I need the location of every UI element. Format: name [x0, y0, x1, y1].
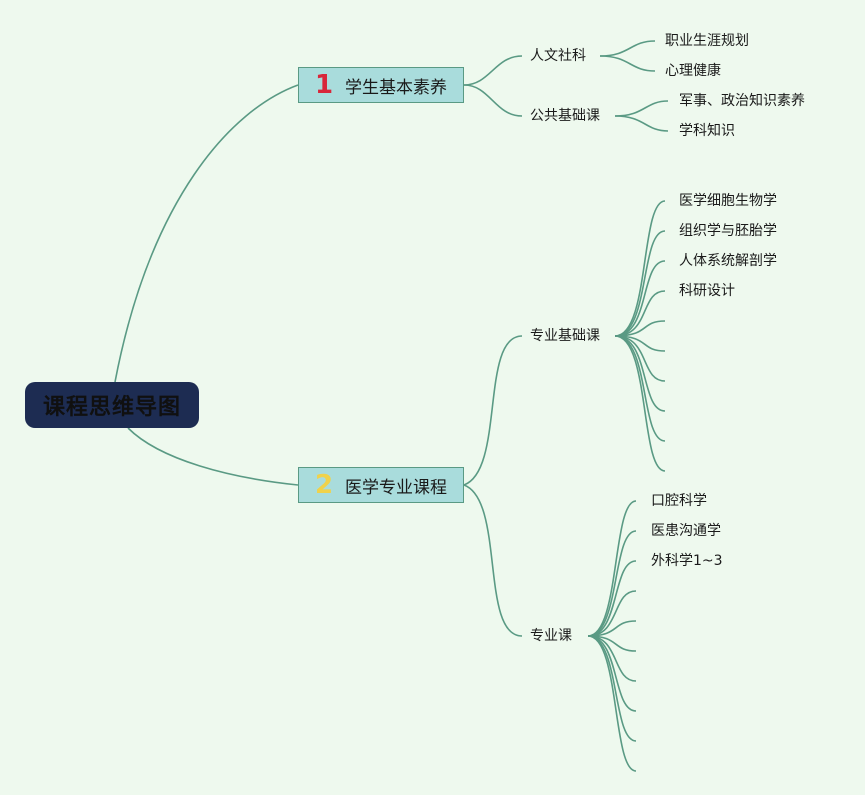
group-label-professional-basics[interactable]: 专业基础课: [530, 328, 600, 344]
branch-node-medical-courses[interactable]: 2 医学专业课程: [298, 467, 464, 503]
leaf-item[interactable]: 口腔科学: [651, 493, 707, 509]
link-b1-group-2: [463, 84, 523, 117]
leaf-item[interactable]: 人体系统解剖学: [679, 253, 777, 269]
leaf-item[interactable]: 科研设计: [679, 283, 735, 299]
leaf-item[interactable]: 医学细胞生物学: [679, 193, 777, 209]
group-label-professional-courses[interactable]: 专业课: [530, 628, 572, 644]
group-label-humanities[interactable]: 人文社科: [530, 48, 586, 64]
leaf-item[interactable]: 心理健康: [665, 63, 721, 79]
link-b2-group-2: [463, 484, 523, 637]
leaf-item[interactable]: 学科知识: [679, 123, 735, 139]
leaf-item[interactable]: 外科学1~3: [651, 553, 723, 569]
link-root-branch-1: [114, 84, 299, 383]
link-root-branch-2: [127, 427, 299, 486]
root-title: 课程思维导图: [42, 395, 181, 420]
leaf-item[interactable]: 职业生涯规划: [665, 33, 749, 49]
leaf-item[interactable]: 军事、政治知识素养: [679, 93, 805, 109]
branch-number-2: 2: [315, 470, 334, 500]
leaf-item[interactable]: 医患沟通学: [651, 523, 721, 539]
branch-title: 医学专业课程: [345, 477, 447, 498]
root-node[interactable]: 课程思维导图: [25, 382, 199, 428]
branch-number-1: 1: [315, 70, 334, 100]
leaf-item[interactable]: 组织学与胚胎学: [679, 223, 777, 239]
link-b2-group-1: [463, 335, 523, 486]
branch-node-student-literacy[interactable]: 1 学生基本素养: [298, 67, 464, 103]
group-label-public-basics[interactable]: 公共基础课: [530, 108, 600, 124]
branch-title: 学生基本素养: [345, 77, 447, 98]
link-b1-group-1: [463, 55, 523, 86]
